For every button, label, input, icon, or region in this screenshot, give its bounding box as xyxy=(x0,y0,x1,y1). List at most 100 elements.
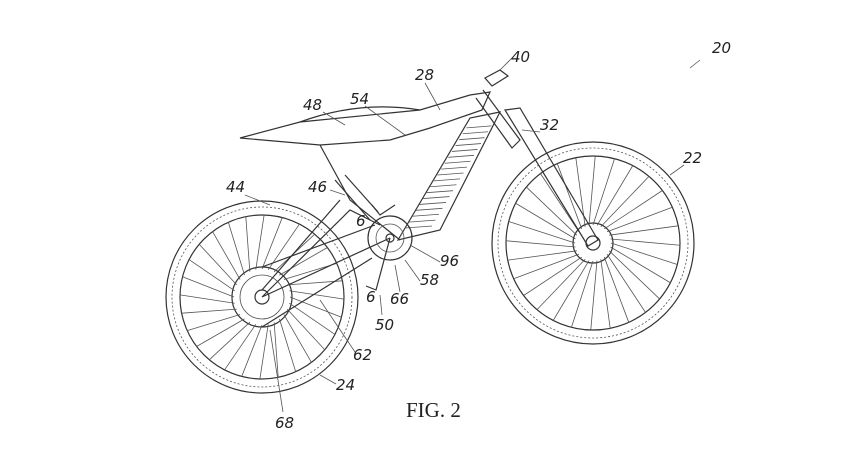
label-44: 44 xyxy=(226,178,245,196)
spoke xyxy=(267,223,300,270)
leader-line xyxy=(499,57,513,71)
spoke xyxy=(179,294,235,304)
leader-line xyxy=(404,259,421,282)
leader-line xyxy=(689,59,701,69)
figure-caption: FIG. 2 xyxy=(406,398,461,422)
leader-line xyxy=(269,329,284,413)
spoke xyxy=(259,324,269,380)
spoke xyxy=(610,238,681,246)
spoke xyxy=(515,202,576,240)
spoke xyxy=(609,225,679,236)
leader-line xyxy=(329,189,346,196)
battery-fin xyxy=(441,166,468,170)
leader-line xyxy=(244,194,271,206)
spoke xyxy=(610,246,671,284)
spoke xyxy=(590,260,598,331)
label-46: 46 xyxy=(308,178,327,196)
spoke xyxy=(507,250,577,261)
label-32: 32 xyxy=(540,116,559,134)
spoke xyxy=(523,256,582,296)
battery-fin xyxy=(437,172,464,176)
spoke xyxy=(571,260,594,328)
spoke xyxy=(600,176,650,228)
spoke xyxy=(552,260,590,321)
spoke xyxy=(540,173,580,232)
spoke xyxy=(603,256,630,323)
leader-line xyxy=(319,374,337,385)
label-20: 20 xyxy=(712,39,731,57)
battery-fin xyxy=(426,190,454,194)
spoke xyxy=(283,314,312,363)
battery-fin xyxy=(423,196,450,199)
spoke xyxy=(208,321,251,361)
leader-line xyxy=(409,244,441,263)
label-68: 68 xyxy=(275,414,294,432)
leader-line xyxy=(379,294,383,316)
leader-line xyxy=(424,82,441,111)
spoke xyxy=(273,322,279,378)
label-54: 54 xyxy=(350,90,369,108)
label-48: 48 xyxy=(303,96,322,114)
label-50: 50 xyxy=(375,316,394,334)
label-6-top: 6 xyxy=(356,212,366,230)
spoke xyxy=(187,314,241,332)
spoke xyxy=(588,155,596,226)
spoke xyxy=(289,302,336,335)
spoke xyxy=(287,280,343,286)
spoke xyxy=(596,165,634,226)
label-58: 58 xyxy=(420,271,439,289)
spoke xyxy=(212,231,241,280)
battery-fin xyxy=(459,137,485,141)
spoke xyxy=(196,318,245,347)
battery-fin xyxy=(451,149,478,152)
battery-fin xyxy=(412,213,440,217)
battery-fin xyxy=(433,178,461,182)
spoke xyxy=(606,206,673,233)
spoke xyxy=(181,308,237,314)
label-62: 62 xyxy=(353,346,372,364)
battery-fin xyxy=(444,160,471,164)
spoke xyxy=(606,254,646,313)
spoke xyxy=(536,258,586,310)
leader-line xyxy=(322,111,346,126)
spoke xyxy=(513,253,580,280)
spoke xyxy=(245,216,251,272)
leader-line xyxy=(669,164,685,176)
front-wheel xyxy=(491,141,695,345)
spoke xyxy=(224,324,257,371)
battery-fin xyxy=(462,131,489,135)
spoke xyxy=(508,221,576,244)
battery-fin xyxy=(455,143,482,146)
battery-fin xyxy=(430,184,457,188)
battery-fin xyxy=(448,154,475,158)
battery-fin xyxy=(415,207,443,211)
leader-line xyxy=(394,264,401,293)
spoke xyxy=(261,217,283,270)
spoke xyxy=(227,222,245,276)
label-22: 22 xyxy=(683,149,702,167)
label-24: 24 xyxy=(336,376,355,394)
leader-line xyxy=(364,105,406,136)
label-6-bottom: 6 xyxy=(366,288,376,306)
spoke xyxy=(279,247,328,276)
spoke xyxy=(286,308,326,351)
spoke xyxy=(608,250,660,300)
label-96: 96 xyxy=(440,252,459,270)
battery-fin xyxy=(466,125,492,129)
spoke xyxy=(556,163,583,230)
spoke xyxy=(182,276,235,298)
spoke xyxy=(289,290,345,300)
spoke xyxy=(600,259,611,329)
frame xyxy=(239,69,599,328)
label-66: 66 xyxy=(390,290,409,308)
spoke xyxy=(279,318,297,372)
label-28: 28 xyxy=(415,66,434,84)
spoke xyxy=(604,190,663,230)
spoke xyxy=(610,242,678,265)
spoke xyxy=(505,240,576,248)
battery-fin xyxy=(408,219,436,223)
spoke xyxy=(241,324,263,377)
spoke xyxy=(255,214,265,270)
